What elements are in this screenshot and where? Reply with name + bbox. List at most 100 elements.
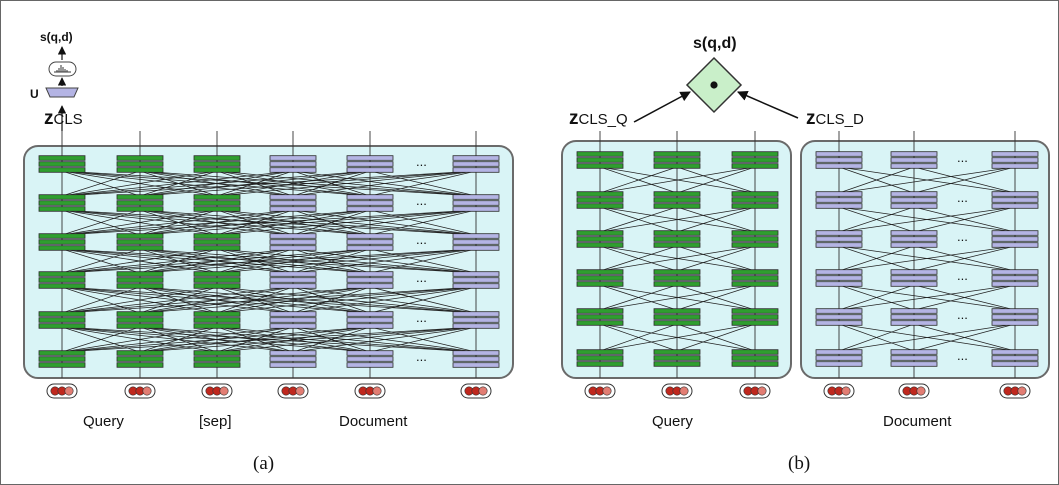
dot-product-icon — [710, 81, 718, 89]
panel-a-u-label: U — [30, 87, 39, 101]
token-embedding-pill — [661, 383, 693, 399]
attention-wire — [292, 286, 477, 314]
document-layer-block — [452, 233, 500, 251]
attention-wire — [838, 245, 1016, 272]
attention-wire — [61, 326, 141, 353]
z-symbol: z — [806, 108, 816, 129]
histogram-icon — [54, 65, 71, 73]
query-layer-block — [116, 350, 164, 368]
panel-a-attention-wires — [61, 131, 477, 378]
u-projection-shape — [45, 87, 79, 98]
query-layer-block — [116, 194, 164, 212]
document-layer-block — [269, 233, 317, 251]
attention-wire — [61, 326, 218, 353]
panel-b-caption: (b) — [788, 453, 811, 474]
attention-wire — [369, 209, 477, 236]
attention-wire — [61, 248, 141, 274]
document-layer-block — [269, 271, 317, 289]
attention-wire — [913, 166, 1016, 194]
query-layer-block — [38, 155, 86, 173]
attention-wire — [676, 206, 756, 233]
document-layer-block — [346, 311, 394, 329]
attention-wire — [61, 326, 371, 353]
token-embedding-pill — [584, 383, 616, 399]
query-layer-block — [193, 311, 241, 329]
query-layer-block — [38, 194, 86, 212]
attention-wire — [61, 209, 477, 236]
ellipsis-text: ... — [416, 310, 427, 325]
attention-wire — [61, 248, 371, 274]
arrow-zd-to-diamond — [737, 90, 799, 119]
attention-wire — [61, 286, 141, 314]
attention-wire — [838, 245, 915, 272]
attention-wire — [139, 326, 371, 353]
attention-wire — [913, 323, 1016, 352]
panel-a-token-sep: [sep] — [199, 413, 232, 430]
z-subscript: CLS — [53, 111, 83, 128]
attention-wire — [61, 286, 294, 314]
query-layer-block — [731, 151, 779, 169]
attention-wire — [292, 326, 477, 353]
token-embedding-pill — [460, 383, 492, 399]
query-layer-block — [731, 269, 779, 287]
panel-b-token-document: Document — [883, 413, 952, 430]
attention-wire — [139, 209, 477, 236]
query-layer-block — [731, 349, 779, 367]
query-layer-block — [653, 191, 701, 209]
attention-wire — [599, 323, 756, 352]
panel-b-token-query: Query — [652, 413, 693, 430]
token-embeddings — [46, 383, 1031, 399]
document-layer-block — [269, 155, 317, 173]
query-layer-block — [653, 349, 701, 367]
z-symbol: z — [44, 108, 54, 129]
attention-wire — [676, 166, 756, 194]
attention-wire — [216, 170, 371, 197]
query-layer-block — [576, 308, 624, 326]
z-subscript: CLS_D — [815, 111, 864, 128]
panel-a-layer-blocks — [38, 155, 500, 368]
attention-wire — [599, 206, 678, 233]
query-layer-block — [116, 311, 164, 329]
query-layer-block — [731, 230, 779, 248]
attention-wire — [61, 326, 477, 353]
panel-b-zq-label: zCLS_Q — [569, 108, 628, 130]
token-embedding-pill — [739, 383, 771, 399]
attention-wire — [676, 284, 756, 311]
attention-wire — [292, 248, 477, 274]
attention-wire — [139, 248, 371, 274]
attention-wire — [292, 286, 371, 314]
panel-a-token-document: Document — [339, 413, 408, 430]
query-layer-block — [116, 155, 164, 173]
attention-wire — [61, 286, 477, 314]
document-layer-block — [890, 269, 938, 287]
document-layer-block — [452, 311, 500, 329]
document-layer-block — [815, 191, 863, 209]
document-layer-block — [346, 155, 394, 173]
attention-wire — [292, 170, 477, 197]
document-layer-block — [346, 271, 394, 289]
arrow-zq-to-diamond — [633, 91, 691, 123]
attention-wire — [838, 166, 915, 194]
document-layer-block — [815, 151, 863, 169]
document-layer-block — [991, 269, 1039, 287]
document-layer-block — [452, 194, 500, 212]
attention-wire — [139, 286, 477, 314]
attention-wire — [676, 323, 756, 352]
ellipsis-text: ... — [416, 193, 427, 208]
document-layer-block — [346, 350, 394, 368]
query-layer-block — [653, 230, 701, 248]
attention-wire — [61, 170, 218, 197]
query-layer-block — [193, 155, 241, 173]
attention-wire — [913, 245, 1016, 272]
attention-wire — [61, 209, 218, 236]
panel-a-score-label: s(q,d) — [40, 30, 73, 44]
document-layer-block — [452, 350, 500, 368]
query-layer-block — [731, 191, 779, 209]
attention-wire — [216, 209, 371, 236]
document-layer-block — [991, 230, 1039, 248]
query-layer-block — [653, 269, 701, 287]
attention-wire — [216, 248, 371, 274]
attention-wire — [599, 166, 678, 194]
attention-wire — [216, 326, 371, 353]
